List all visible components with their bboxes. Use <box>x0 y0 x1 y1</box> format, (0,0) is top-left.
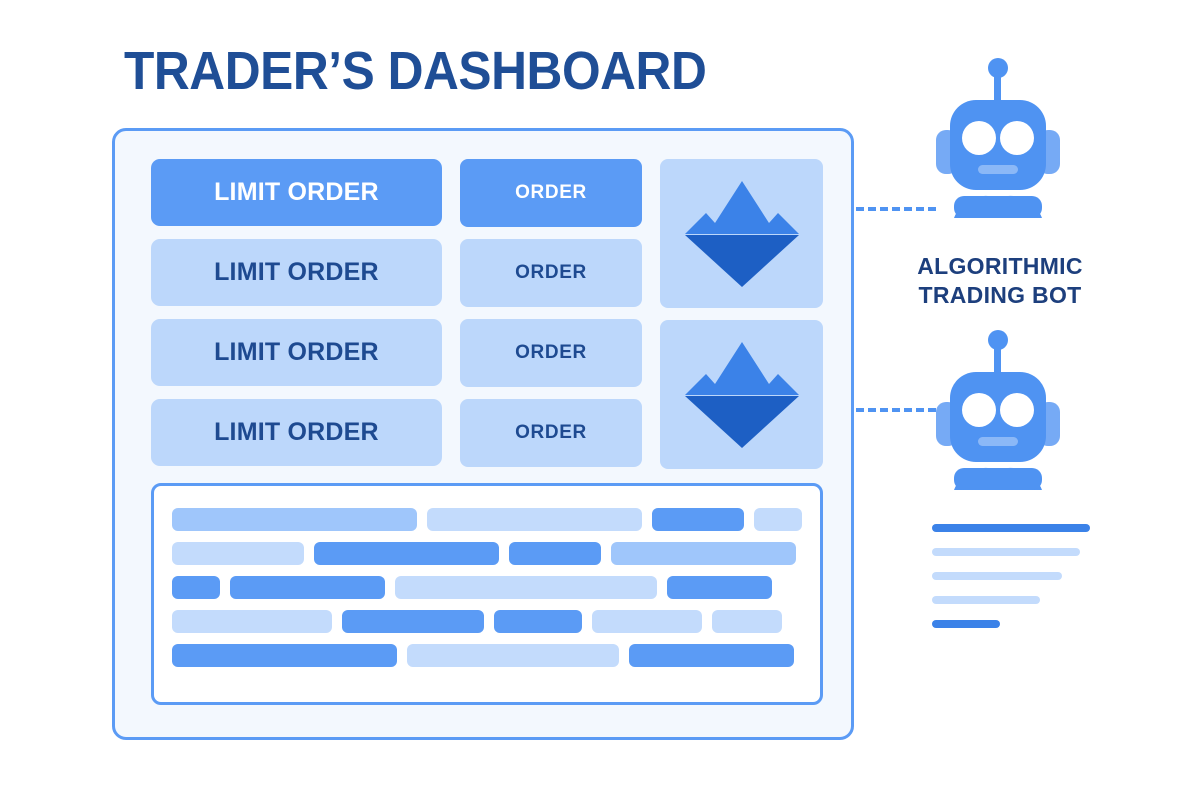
list-bar <box>172 508 417 531</box>
iceberg-column <box>660 159 823 469</box>
list-bar <box>652 508 744 531</box>
order-button-4[interactable]: ORDER <box>459 399 643 467</box>
list-bar <box>172 542 304 565</box>
bot-output-lines <box>932 524 1092 628</box>
dashboard-panel: LIMIT ORDER LIMIT ORDER LIMIT ORDER LIMI… <box>112 128 854 740</box>
limit-order-column: LIMIT ORDER LIMIT ORDER LIMIT ORDER LIMI… <box>151 159 442 469</box>
iceberg-tile-1[interactable] <box>660 159 823 308</box>
order-grid: LIMIT ORDER LIMIT ORDER LIMIT ORDER LIMI… <box>151 159 823 469</box>
robot-icon-2 <box>928 330 1068 490</box>
list-bar <box>172 610 332 633</box>
limit-order-button-2[interactable]: LIMIT ORDER <box>151 239 442 306</box>
order-button-2[interactable]: ORDER <box>459 239 643 307</box>
list-bar <box>427 508 642 531</box>
list-bar <box>712 610 782 633</box>
list-bar <box>407 644 619 667</box>
iceberg-icon <box>681 179 803 289</box>
table-row <box>172 610 802 633</box>
list-bar <box>611 542 796 565</box>
bot-output-line <box>932 620 1000 628</box>
iceberg-tile-2[interactable] <box>660 320 823 469</box>
limit-order-button-3[interactable]: LIMIT ORDER <box>151 319 442 386</box>
connector-line-1 <box>856 207 936 211</box>
page-title: TRADER’S DASHBOARD <box>124 41 707 101</box>
list-bar <box>494 610 582 633</box>
order-button-3[interactable]: ORDER <box>459 319 643 387</box>
bot-caption: ALGORITHMIC TRADING BOT <box>880 252 1120 311</box>
robot-icon-1 <box>928 58 1068 218</box>
bot-output-line <box>932 548 1080 556</box>
bot-caption-line-1: ALGORITHMIC <box>917 253 1083 279</box>
list-bar <box>172 644 397 667</box>
table-row <box>172 576 802 599</box>
list-bar <box>395 576 657 599</box>
list-bar <box>172 576 220 599</box>
table-row <box>172 508 802 531</box>
list-bar <box>592 610 702 633</box>
bot-output-line <box>932 572 1062 580</box>
list-bar <box>342 610 484 633</box>
limit-order-button-1[interactable]: LIMIT ORDER <box>151 159 442 226</box>
list-bar <box>509 542 601 565</box>
list-bar <box>629 644 794 667</box>
order-button-1[interactable]: ORDER <box>459 159 643 227</box>
iceberg-icon <box>681 340 803 450</box>
bot-caption-line-2: TRADING BOT <box>918 282 1082 309</box>
bot-output-line <box>932 596 1040 604</box>
limit-order-button-4[interactable]: LIMIT ORDER <box>151 399 442 466</box>
bot-output-line <box>932 524 1090 532</box>
list-bar <box>314 542 499 565</box>
order-column: ORDER ORDER ORDER ORDER <box>459 159 643 469</box>
table-row <box>172 542 802 565</box>
list-bar <box>667 576 772 599</box>
table-row <box>172 644 802 667</box>
list-bar <box>230 576 385 599</box>
order-book-panel <box>151 483 823 705</box>
list-bar <box>754 508 802 531</box>
connector-line-2 <box>856 408 936 412</box>
